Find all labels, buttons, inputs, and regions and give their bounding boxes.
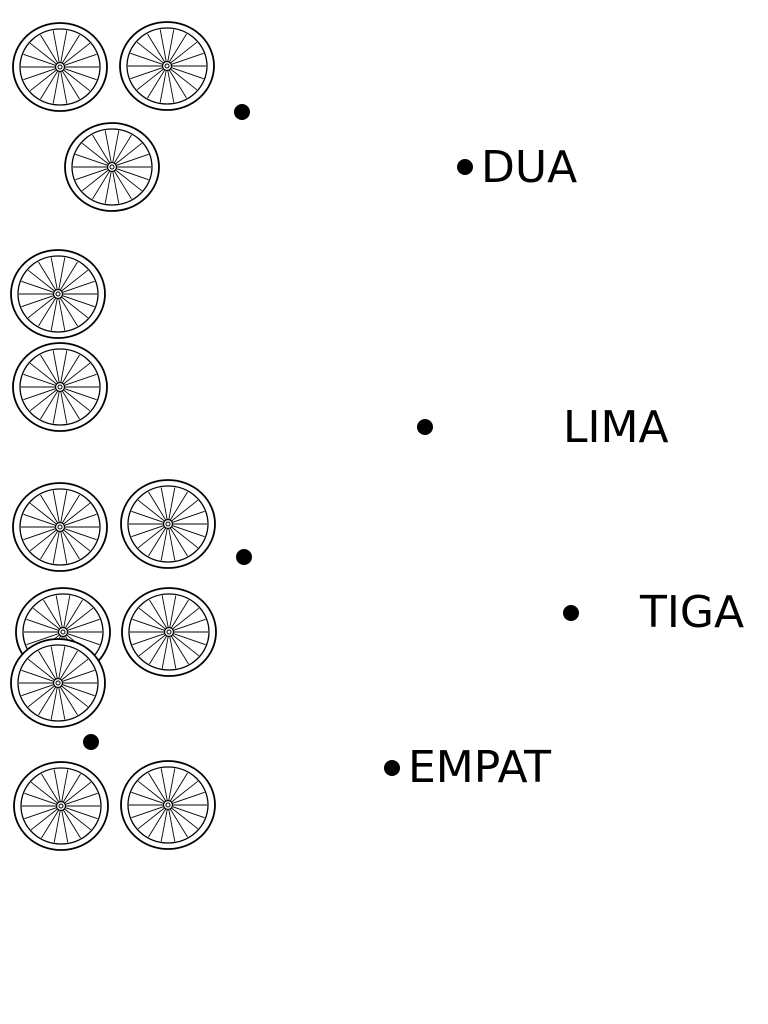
group-1-connector-dot[interactable] (234, 104, 250, 120)
wheel-icon (8, 636, 108, 730)
wheel-icon (10, 20, 110, 114)
wheel-icon (119, 585, 219, 679)
wheel-icon (11, 759, 111, 853)
wheel-icon (118, 758, 218, 852)
wheel-icon (118, 477, 218, 571)
group-4-connector-dot[interactable] (83, 734, 99, 750)
tiga-connector-dot[interactable] (563, 605, 579, 621)
word-tiga: TIGA (640, 587, 745, 638)
wheel-icon (62, 120, 162, 214)
wheel-icon (10, 340, 110, 434)
empat-connector-dot[interactable] (384, 760, 400, 776)
wheel-icon (8, 247, 108, 341)
group-2-connector-dot[interactable] (417, 419, 433, 435)
word-dua: DUA (481, 142, 578, 193)
word-lima: LIMA (563, 402, 669, 453)
group-3-connector-dot[interactable] (236, 549, 252, 565)
dua-connector-dot[interactable] (457, 159, 473, 175)
wheel-icon (117, 19, 217, 113)
word-empat: EMPAT (408, 742, 552, 793)
wheel-icon (10, 480, 110, 574)
